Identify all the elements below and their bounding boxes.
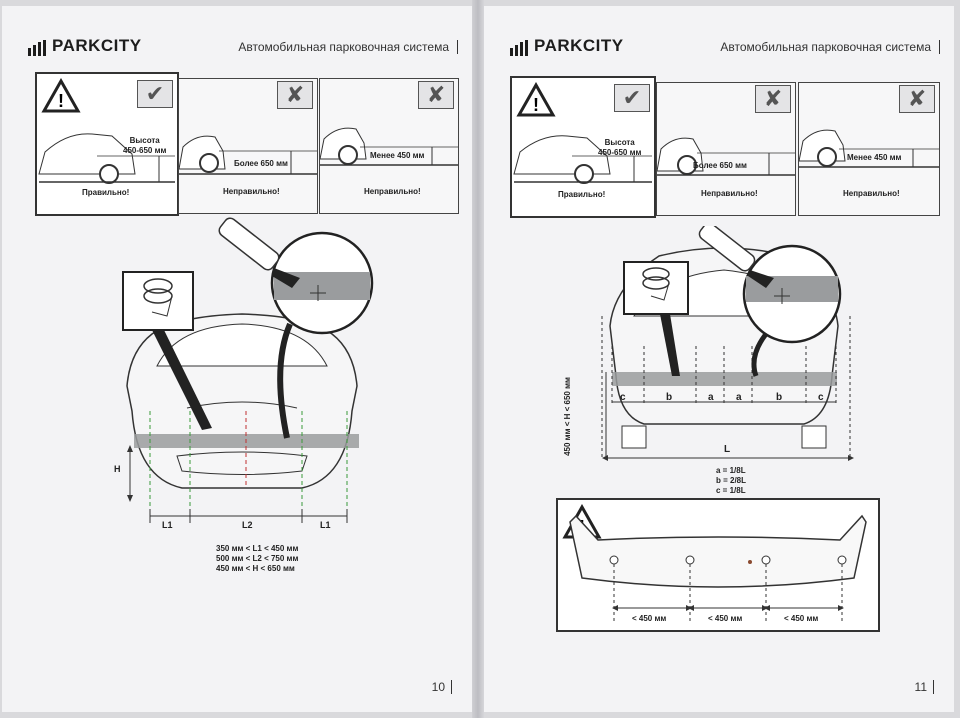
segment-label: a: [736, 392, 742, 403]
tagline: Автомобильная парковочная система: [720, 40, 940, 54]
warning-icon: !: [516, 82, 556, 117]
page-left: PARKCITY Автомобильная парковочная систе…: [2, 6, 472, 712]
panel-annotation: Высота 450-650 мм: [123, 136, 167, 155]
bumper-illustration: [569, 514, 867, 622]
car-side-illustration: [38, 133, 175, 184]
spec-l2: 500 мм < L2 < 750 мм: [216, 554, 299, 563]
brand-name: PARKCITY: [534, 36, 624, 55]
l1-label-left: L1: [162, 520, 173, 530]
panel-result: Неправильно!: [364, 187, 421, 196]
segment-label: b: [776, 392, 783, 403]
panel-annotation: Менее 450 мм: [847, 153, 902, 162]
sensor-spacing-label: < 450 мм: [632, 614, 667, 623]
height-panel-correct: ! ✔ Высота 450-650 мм Правильно!: [35, 72, 179, 216]
page-right: PARKCITY Автомобильная парковочная систе…: [484, 6, 954, 712]
cross-icon: ✘: [418, 81, 454, 109]
brand-logo: PARKCITY: [510, 36, 624, 56]
car-side-illustration: [799, 129, 939, 168]
panel-result: Неправильно!: [701, 189, 758, 198]
height-panel-too-low: ✘ Менее 450 мм Неправильно!: [319, 78, 459, 214]
warning-icon: !: [41, 78, 81, 113]
ratio-c: c = 1/8L: [716, 486, 746, 495]
car-side-illustration: [320, 127, 458, 166]
ratio-b: b = 2/8L: [716, 476, 747, 485]
svg-text:!: !: [533, 95, 539, 115]
panel-result: Неправильно!: [843, 189, 900, 198]
spec-l1: 350 мм < L1 < 450 мм: [216, 544, 299, 553]
cross-icon: ✘: [899, 85, 935, 113]
tagline: Автомобильная парковочная система: [238, 40, 458, 54]
panel-annotation: Высота 450-650 мм: [598, 138, 642, 157]
height-panel-too-high: ✘ Более 650 мм Неправильно!: [178, 78, 318, 214]
logo-bars-icon: [510, 40, 528, 56]
spec-h: 450 мм < H < 650 мм: [216, 564, 295, 573]
marker-pen-icon: [218, 217, 300, 288]
brand-logo: PARKCITY: [28, 36, 142, 56]
panel-annotation: Более 650 мм: [693, 161, 747, 170]
height-panel-too-high: ✘ Более 650 мм Неправильно!: [656, 82, 796, 216]
panel-result: Правильно!: [82, 188, 130, 197]
l1-label-right: L1: [320, 520, 331, 530]
check-icon: ✔: [614, 84, 650, 112]
height-dimension-label: H: [114, 464, 121, 474]
height-panel-too-low: ✘ Менее 450 мм Неправильно!: [798, 82, 940, 216]
page-number: 11: [915, 680, 934, 694]
front-car-diagram: [122, 217, 374, 523]
ratio-a: a = 1/8L: [716, 466, 746, 475]
height-panel-correct: ! ✔ Высота 450-650 мм Правильно!: [510, 76, 656, 218]
car-side-illustration: [513, 135, 652, 184]
page-number: 10: [432, 680, 452, 694]
brand-name: PARKCITY: [52, 36, 142, 55]
panel-result: Неправильно!: [223, 187, 280, 196]
sensor-spacing-label: < 450 мм: [708, 614, 743, 623]
length-label: L: [724, 444, 731, 455]
panel-annotation: Более 650 мм: [234, 159, 288, 168]
segment-label: b: [666, 392, 673, 403]
car-side-illustration: [179, 135, 317, 175]
segment-label: a: [708, 392, 714, 403]
cross-icon: ✘: [277, 81, 313, 109]
book-gutter: [472, 0, 484, 718]
rear-car-diagram: [601, 226, 854, 461]
check-icon: ✔: [137, 80, 173, 108]
l2-label: L2: [242, 520, 253, 530]
sensor-spacing-label: < 450 мм: [784, 614, 819, 623]
segment-label: c: [818, 392, 824, 403]
panel-result: Правильно!: [558, 190, 606, 199]
car-side-illustration: [657, 137, 795, 176]
vertical-height-label: 450 мм < H < 650 мм: [562, 377, 572, 456]
segment-label: c: [620, 392, 626, 403]
logo-bars-icon: [28, 40, 46, 56]
panel-annotation: Менее 450 мм: [370, 151, 425, 160]
ratio-list: a = 1/8L b = 2/8L c = 1/8L: [716, 466, 746, 496]
svg-text:!: !: [58, 91, 64, 111]
marker-pen-icon: [698, 226, 774, 288]
bumper-panel: ! < 450 мм < 450 мм < 450 мм: [556, 498, 880, 632]
cross-icon: ✘: [755, 85, 791, 113]
spec-list: 350 мм < L1 < 450 мм 500 мм < L2 < 750 м…: [216, 544, 298, 574]
